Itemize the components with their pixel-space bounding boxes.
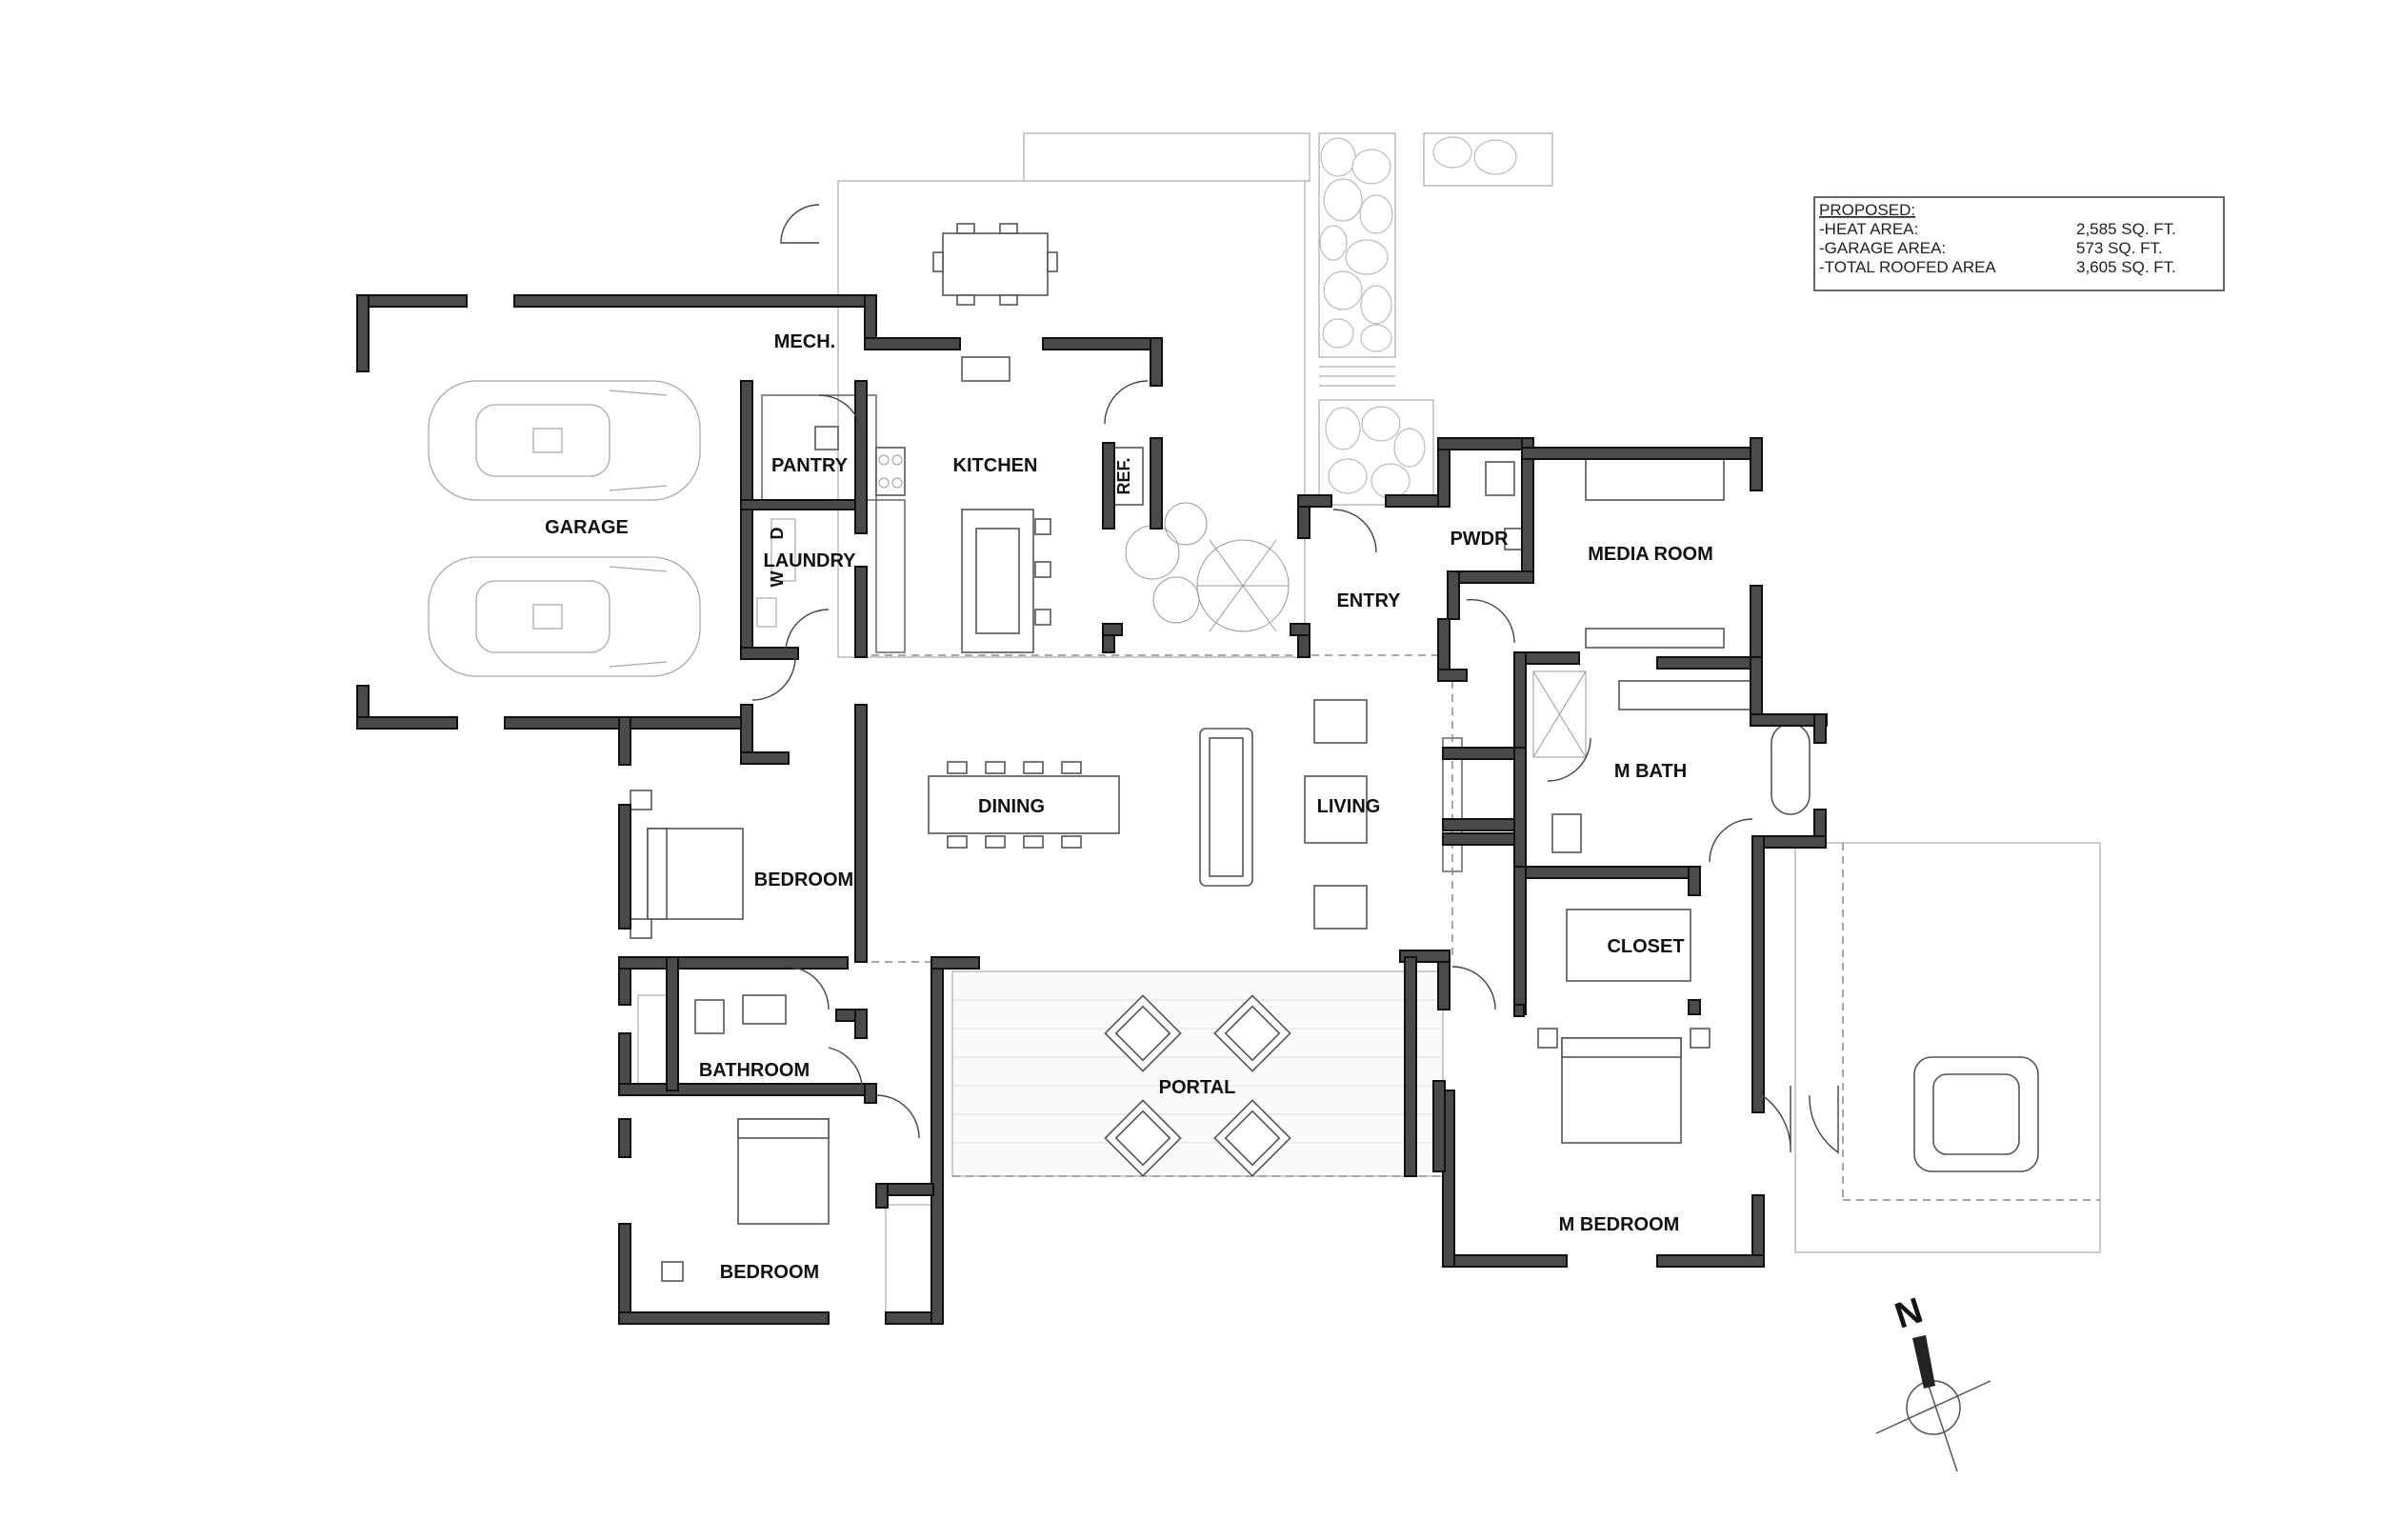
washer-label: W (768, 571, 787, 588)
area-row-label: -TOTAL ROOFED AREA (1819, 258, 1996, 276)
portal-patio (951, 970, 1444, 1177)
room-label-dining: DINING (978, 796, 1045, 817)
room-label-bedroom-1: BEDROOM (754, 870, 853, 890)
room-label-pwdr: PWDR (1450, 529, 1509, 550)
room-label-mech: MECH. (774, 331, 835, 352)
room-label-bathroom: BATHROOM (699, 1060, 810, 1081)
area-row-value: 2,585 SQ. FT. (2076, 220, 2176, 238)
room-label-living: LIVING (1317, 796, 1381, 817)
dining-table (928, 761, 1120, 849)
north-label: N (1891, 1290, 1928, 1336)
area-row-value: 573 SQ. FT. (2076, 239, 2163, 257)
bathtub (1771, 723, 1811, 815)
room-label-entry: ENTRY (1336, 590, 1401, 611)
room-label-media-room: MEDIA ROOM (1588, 544, 1712, 565)
garage-cars (428, 380, 701, 677)
room-label-kitchen: KITCHEN (953, 455, 1038, 476)
doors (751, 204, 1839, 1154)
area-row-value: 3,605 SQ. FT. (2076, 258, 2176, 276)
north-arrow-icon: N (1875, 1290, 1991, 1472)
room-label-m-bedroom: M BEDROOM (1559, 1214, 1680, 1235)
room-label-laundry: LAUNDRY (763, 550, 856, 571)
area-row-label: -HEAT AREA: (1819, 220, 1918, 238)
area-table: PROPOSED: -HEAT AREA: 2,585 SQ. FT. -GAR… (1813, 196, 2225, 291)
room-label-pantry: PANTRY (771, 455, 849, 476)
dryer-label: D (768, 528, 787, 540)
site-features (837, 132, 2101, 1253)
area-row-label: -GARAGE AREA: (1819, 239, 1946, 257)
area-table-heading: PROPOSED: (1819, 201, 1915, 219)
flagstone-path (1318, 132, 1517, 506)
room-label-portal: PORTAL (1159, 1077, 1236, 1098)
living-furniture (1199, 699, 1463, 930)
room-label-garage: GARAGE (545, 517, 629, 538)
furniture (428, 356, 1811, 1315)
patio-dining-table (932, 223, 1058, 306)
room-label-bedroom-2: BEDROOM (720, 1262, 819, 1283)
room-label-m-bath: M BATH (1614, 761, 1687, 782)
walls (356, 294, 1828, 1325)
room-labels: GARAGE MECH. PANTRY KITCHEN REF. LAUNDRY… (545, 331, 1713, 1283)
room-label-closet: CLOSET (1607, 936, 1684, 957)
room-label-ref: REF. (1114, 457, 1133, 494)
rear-deck (1794, 842, 2101, 1253)
